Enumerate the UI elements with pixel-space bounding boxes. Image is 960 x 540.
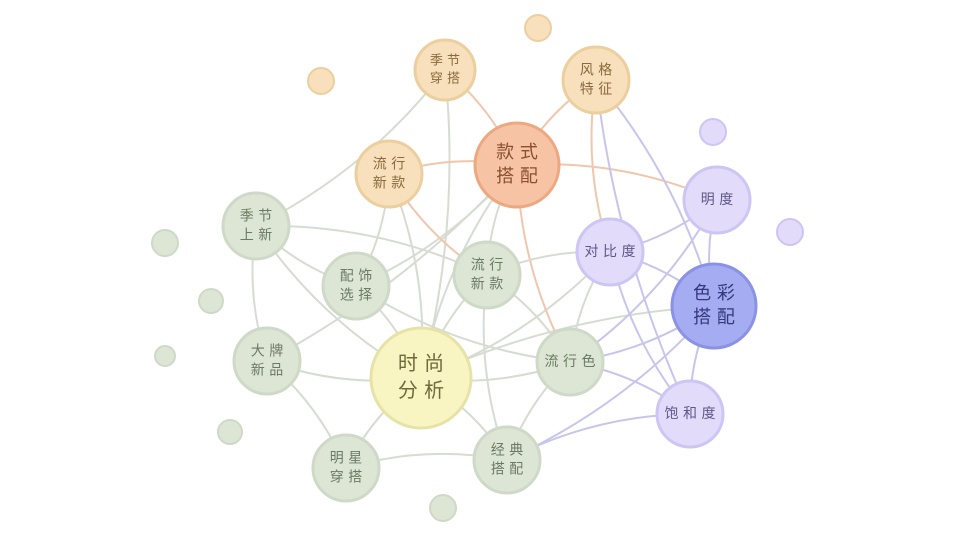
node-circle [561, 45, 631, 115]
node-label: 流 行 [373, 157, 405, 173]
node-label: 新 款 [471, 276, 503, 292]
node-circle [682, 165, 752, 235]
nodes-layer: 时 尚分 析款 式搭 配色 彩搭 配季 节穿 搭风 格特 征流 行新 款明 度对… [221, 38, 758, 503]
node-brightness[interactable]: 明 度 [682, 165, 752, 235]
node-label: 明 度 [701, 192, 733, 208]
node-brand-new[interactable]: 大 牌新 品 [232, 326, 302, 396]
edge-season_match-season_new [255, 69, 446, 227]
node-circle [413, 38, 477, 102]
decorative-dots-layer [151, 14, 804, 522]
node-style-feature[interactable]: 风 格特 征 [561, 45, 631, 115]
node-label: 配 饰 [340, 269, 372, 285]
node-classic-match[interactable]: 经 典搭 配 [472, 425, 542, 495]
node-circle [354, 139, 424, 209]
node-label: 风 格 [580, 63, 612, 79]
node-label: 搭 配 [496, 166, 538, 187]
node-circle [232, 326, 302, 396]
node-label: 明 星 [330, 451, 362, 467]
node-circle [221, 191, 291, 261]
node-style-match[interactable]: 款 式搭 配 [473, 121, 561, 209]
node-label: 经 典 [491, 443, 523, 459]
node-label: 上 新 [240, 227, 272, 243]
node-label: 分 析 [398, 378, 444, 402]
decorative-dot-lav-2 [776, 218, 804, 246]
node-label: 搭 配 [491, 461, 523, 477]
node-trend-new-mid[interactable]: 流 行新 款 [452, 240, 522, 310]
decorative-dot-green-4 [217, 419, 243, 445]
node-accessory[interactable]: 配 饰选 择 [321, 251, 391, 321]
node-label: 选 择 [340, 287, 372, 303]
node-star-outfit[interactable]: 明 星穿 搭 [311, 433, 381, 503]
node-circle [655, 379, 725, 449]
node-trend-color[interactable]: 流 行 色 [535, 327, 605, 397]
node-label: 穿 搭 [430, 70, 460, 86]
node-label: 流 行 色 [545, 353, 596, 370]
node-circle [670, 262, 758, 350]
node-circle [369, 326, 473, 430]
node-trend-new-top[interactable]: 流 行新 款 [354, 139, 424, 209]
node-label: 款 式 [496, 142, 538, 163]
node-circle [472, 425, 542, 495]
node-color-match[interactable]: 色 彩搭 配 [670, 262, 758, 350]
node-label: 穿 搭 [330, 469, 362, 485]
decorative-dot-green-5 [429, 494, 457, 522]
node-label: 大 牌 [251, 343, 283, 360]
node-label: 新 品 [251, 362, 283, 378]
node-label: 对 比 度 [585, 244, 636, 260]
decorative-dot-green-3 [154, 345, 176, 367]
node-circle [452, 240, 522, 310]
node-season-match[interactable]: 季 节穿 搭 [413, 38, 477, 102]
node-label: 流 行 [471, 258, 503, 274]
node-fashion[interactable]: 时 尚分 析 [369, 326, 473, 430]
node-contrast[interactable]: 对 比 度 [575, 217, 645, 287]
node-circle [575, 217, 645, 287]
decorative-dot-green-2 [198, 288, 224, 314]
node-label: 季 节 [430, 54, 460, 69]
decorative-dot-green-1 [151, 229, 179, 257]
node-circle [321, 251, 391, 321]
node-label: 饱 和 度 [665, 406, 716, 422]
node-label: 搭 配 [693, 307, 735, 328]
node-circle [535, 327, 605, 397]
node-label: 新 款 [373, 175, 405, 191]
decorative-dot-lav-1 [699, 118, 727, 146]
decorative-dot-peach-1 [524, 14, 552, 42]
node-label: 色 彩 [693, 283, 735, 304]
decorative-dot-peach-2 [307, 67, 335, 95]
node-saturation[interactable]: 饱 和 度 [655, 379, 725, 449]
node-label: 特 征 [580, 81, 612, 97]
node-circle [311, 433, 381, 503]
node-circle [473, 121, 561, 209]
node-season-new[interactable]: 季 节上 新 [221, 191, 291, 261]
node-label: 时 尚 [398, 351, 444, 375]
node-label: 季 节 [240, 209, 272, 225]
